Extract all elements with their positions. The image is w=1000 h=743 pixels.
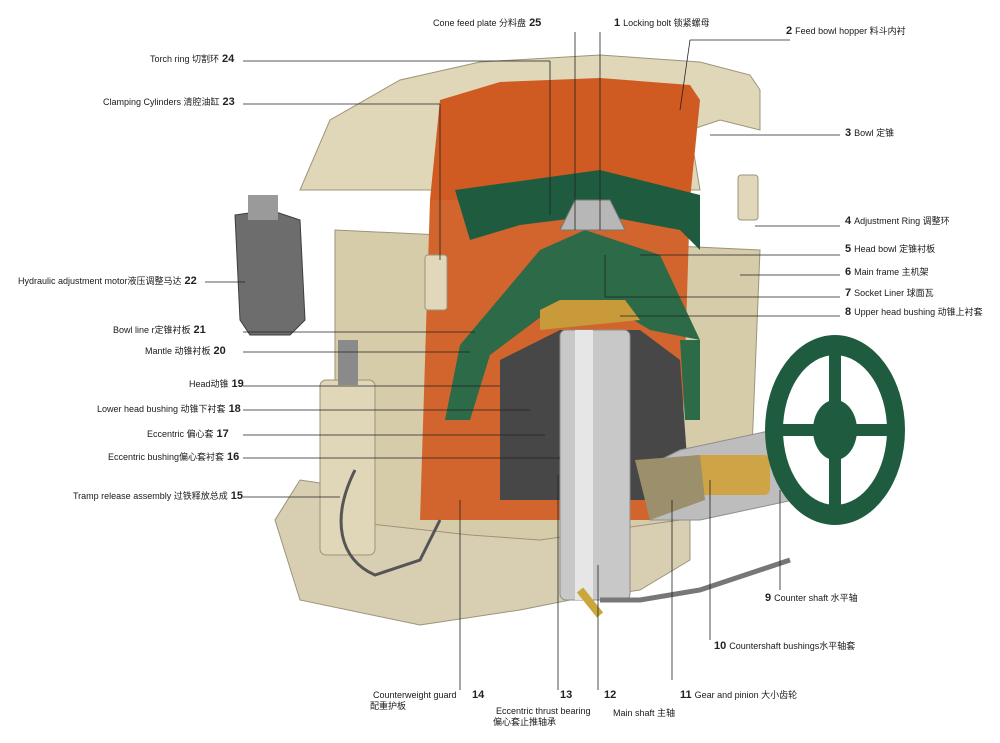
callout-14-text: Counterweight guard 配重护板 xyxy=(370,690,457,711)
callout-13-text: Eccentric thrust bearing 偏心套止推轴承 xyxy=(493,706,591,727)
callout-13: 13 xyxy=(560,689,573,701)
callout-12-text: Main shaft 主轴 xyxy=(613,708,676,718)
leader-lines xyxy=(205,32,840,690)
callout-14: 14 xyxy=(472,689,485,701)
callout-12: 12 xyxy=(604,689,617,701)
